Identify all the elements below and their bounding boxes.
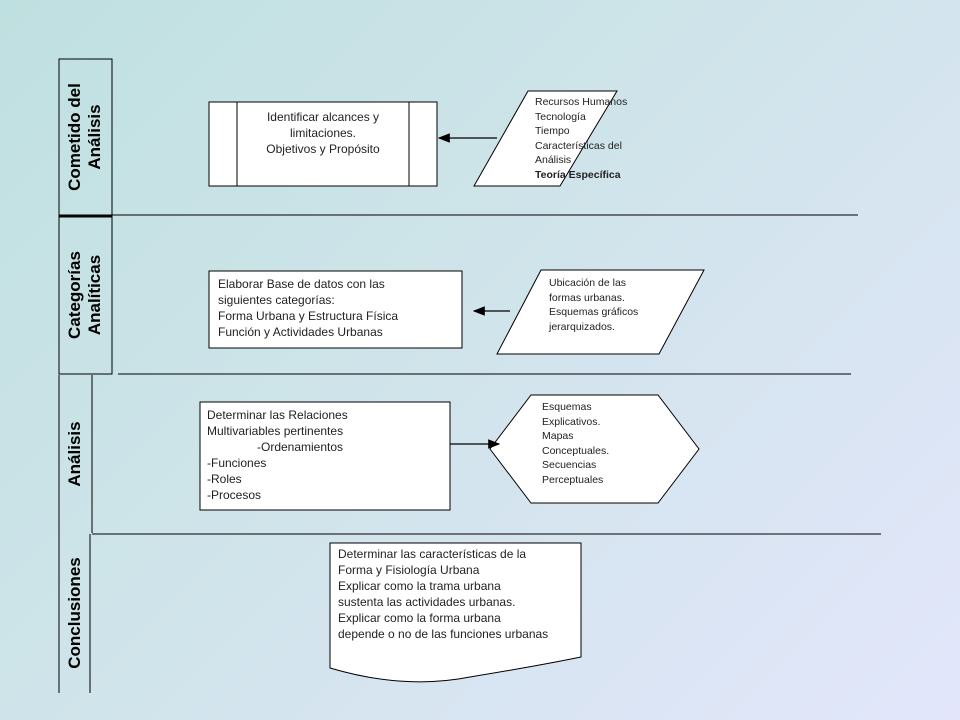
- lane-label-categorias: Categorías Analíticas: [65, 251, 104, 339]
- categorias-input-text: Ubicación de las formas urbanas. Esquema…: [549, 277, 639, 333]
- lane-label-analisis: Análisis: [65, 421, 84, 487]
- lane-categorias-frame: [58, 216, 113, 375]
- conclusiones-document-shape: [329, 542, 582, 683]
- analisis-process-text: Determinar las Relaciones Multivariables…: [207, 408, 348, 502]
- analisis-output-text: Esquemas Explicativos. Mapas Conceptuale…: [542, 401, 610, 486]
- cometido-process-box: [208, 101, 438, 187]
- categorias-input-parallelogram: [496, 269, 705, 355]
- cometido-input-parallelogram: [473, 90, 618, 187]
- cometido-input-text: Recursos Humanos Tecnología Tiempo Carac…: [535, 96, 628, 181]
- lane-label-conclusiones: Conclusiones: [65, 557, 84, 669]
- cometido-process-text: Identificar alcances y limitaciones. Obj…: [266, 110, 380, 156]
- lane-cometido-frame: [58, 58, 113, 217]
- lane-label-cometido: Cometido del Análisis: [65, 83, 104, 191]
- categorias-process-text: Elaborar Base de datos con las siguiente…: [218, 277, 399, 339]
- analisis-process-box: [199, 401, 451, 511]
- conclusiones-document-text: Determinar las características de la For…: [338, 547, 549, 641]
- analisis-output-hexagon: [489, 394, 700, 504]
- categorias-process-box: [208, 270, 463, 349]
